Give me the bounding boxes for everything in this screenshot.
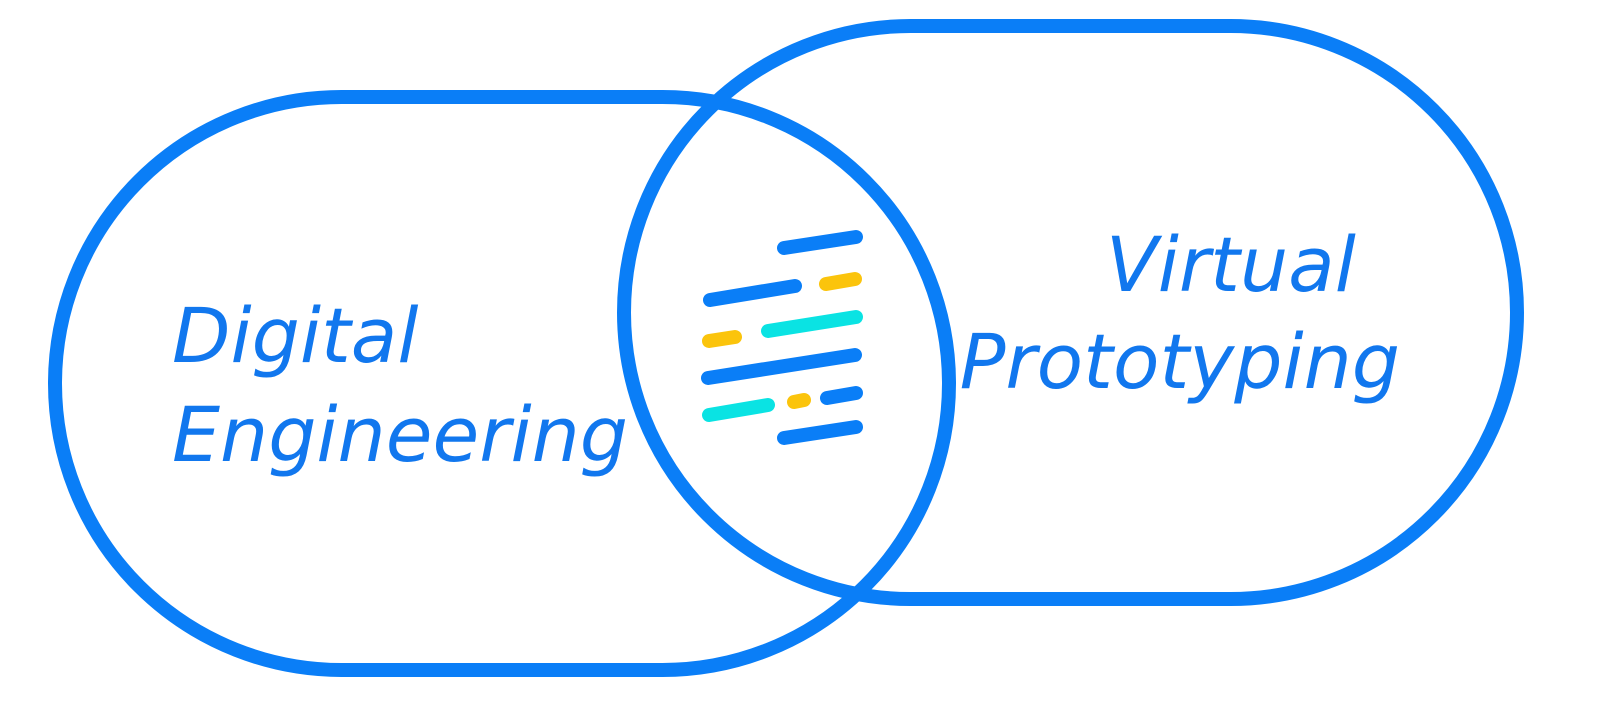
- logo-bar: [702, 330, 742, 348]
- logo-bar: [777, 230, 863, 255]
- digital-engineering-label: Digital Engineering: [172, 291, 628, 479]
- logo-bar: [761, 310, 863, 338]
- logo-bar: [820, 386, 863, 405]
- logo-bar: [819, 272, 862, 291]
- label-line-digital: Digital: [172, 291, 418, 380]
- logo-bar: [787, 393, 811, 409]
- label-line-prototyping: Prototyping: [960, 317, 1400, 406]
- digital-engineering-pill: [48, 90, 956, 677]
- logo-bar: [777, 420, 863, 445]
- label-line-virtual: Virtual: [1106, 220, 1356, 309]
- label-line-engineering: Engineering: [172, 390, 628, 479]
- logo-bar: [701, 348, 862, 385]
- virtual-prototyping-pill: [617, 19, 1524, 606]
- striped-bars-logo-icon: [701, 230, 863, 445]
- virtual-prototyping-label: Virtual Prototyping: [960, 220, 1400, 406]
- logo-bar: [703, 279, 802, 307]
- logo-bar: [702, 398, 775, 422]
